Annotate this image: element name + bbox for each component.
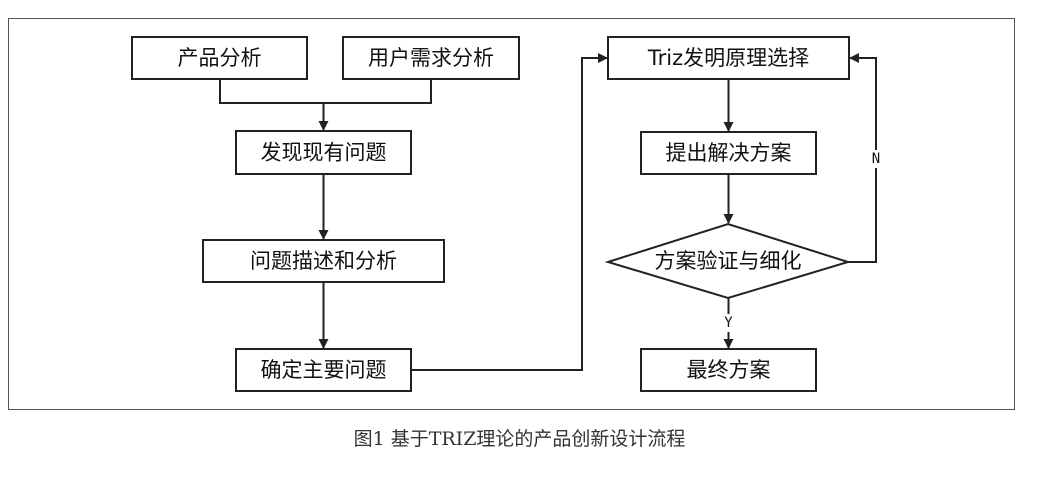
node-problem-description-label: 问题描述和分析	[250, 249, 397, 273]
edge-label-yes: Y	[724, 315, 733, 331]
node-find-existing-problems-label: 发现现有问题	[261, 141, 387, 165]
diagram-frame	[8, 18, 1015, 410]
node-determine-main-problem: 确定主要问题	[235, 348, 412, 392]
node-final-solution-label: 最终方案	[687, 358, 771, 382]
node-find-existing-problems: 发现现有问题	[235, 130, 412, 175]
edge-to-triz	[411, 53, 608, 371]
node-propose-solution-label: 提出解决方案	[666, 141, 792, 165]
node-verify-refine-label: 方案验证与细化	[655, 249, 802, 273]
node-problem-description: 问题描述和分析	[202, 239, 445, 283]
node-user-needs-analysis-label: 用户需求分析	[368, 46, 494, 70]
node-user-needs-analysis: 用户需求分析	[342, 36, 520, 80]
edge-merge-inputs	[219, 79, 432, 104]
edge-label-no: N	[872, 151, 880, 167]
node-triz-principle-selection: Triz发明原理选择	[607, 36, 850, 80]
figure-caption: 图1 基于TRIZ理论的产品创新设计流程	[353, 428, 686, 450]
node-triz-principle-selection-label: Triz发明原理选择	[647, 46, 809, 70]
flowchart: 产品分析 用户需求分析 发现现有问题 问题描述和分析 确定主要问题 Triz发明…	[8, 18, 1015, 410]
node-product-analysis-label: 产品分析	[178, 46, 262, 70]
node-verify-refine-decision: 方案验证与细化	[604, 222, 852, 300]
node-determine-main-problem-label: 确定主要问题	[261, 358, 387, 382]
node-propose-solution: 提出解决方案	[640, 131, 817, 175]
node-product-analysis: 产品分析	[131, 36, 308, 80]
node-final-solution: 最终方案	[640, 348, 817, 392]
